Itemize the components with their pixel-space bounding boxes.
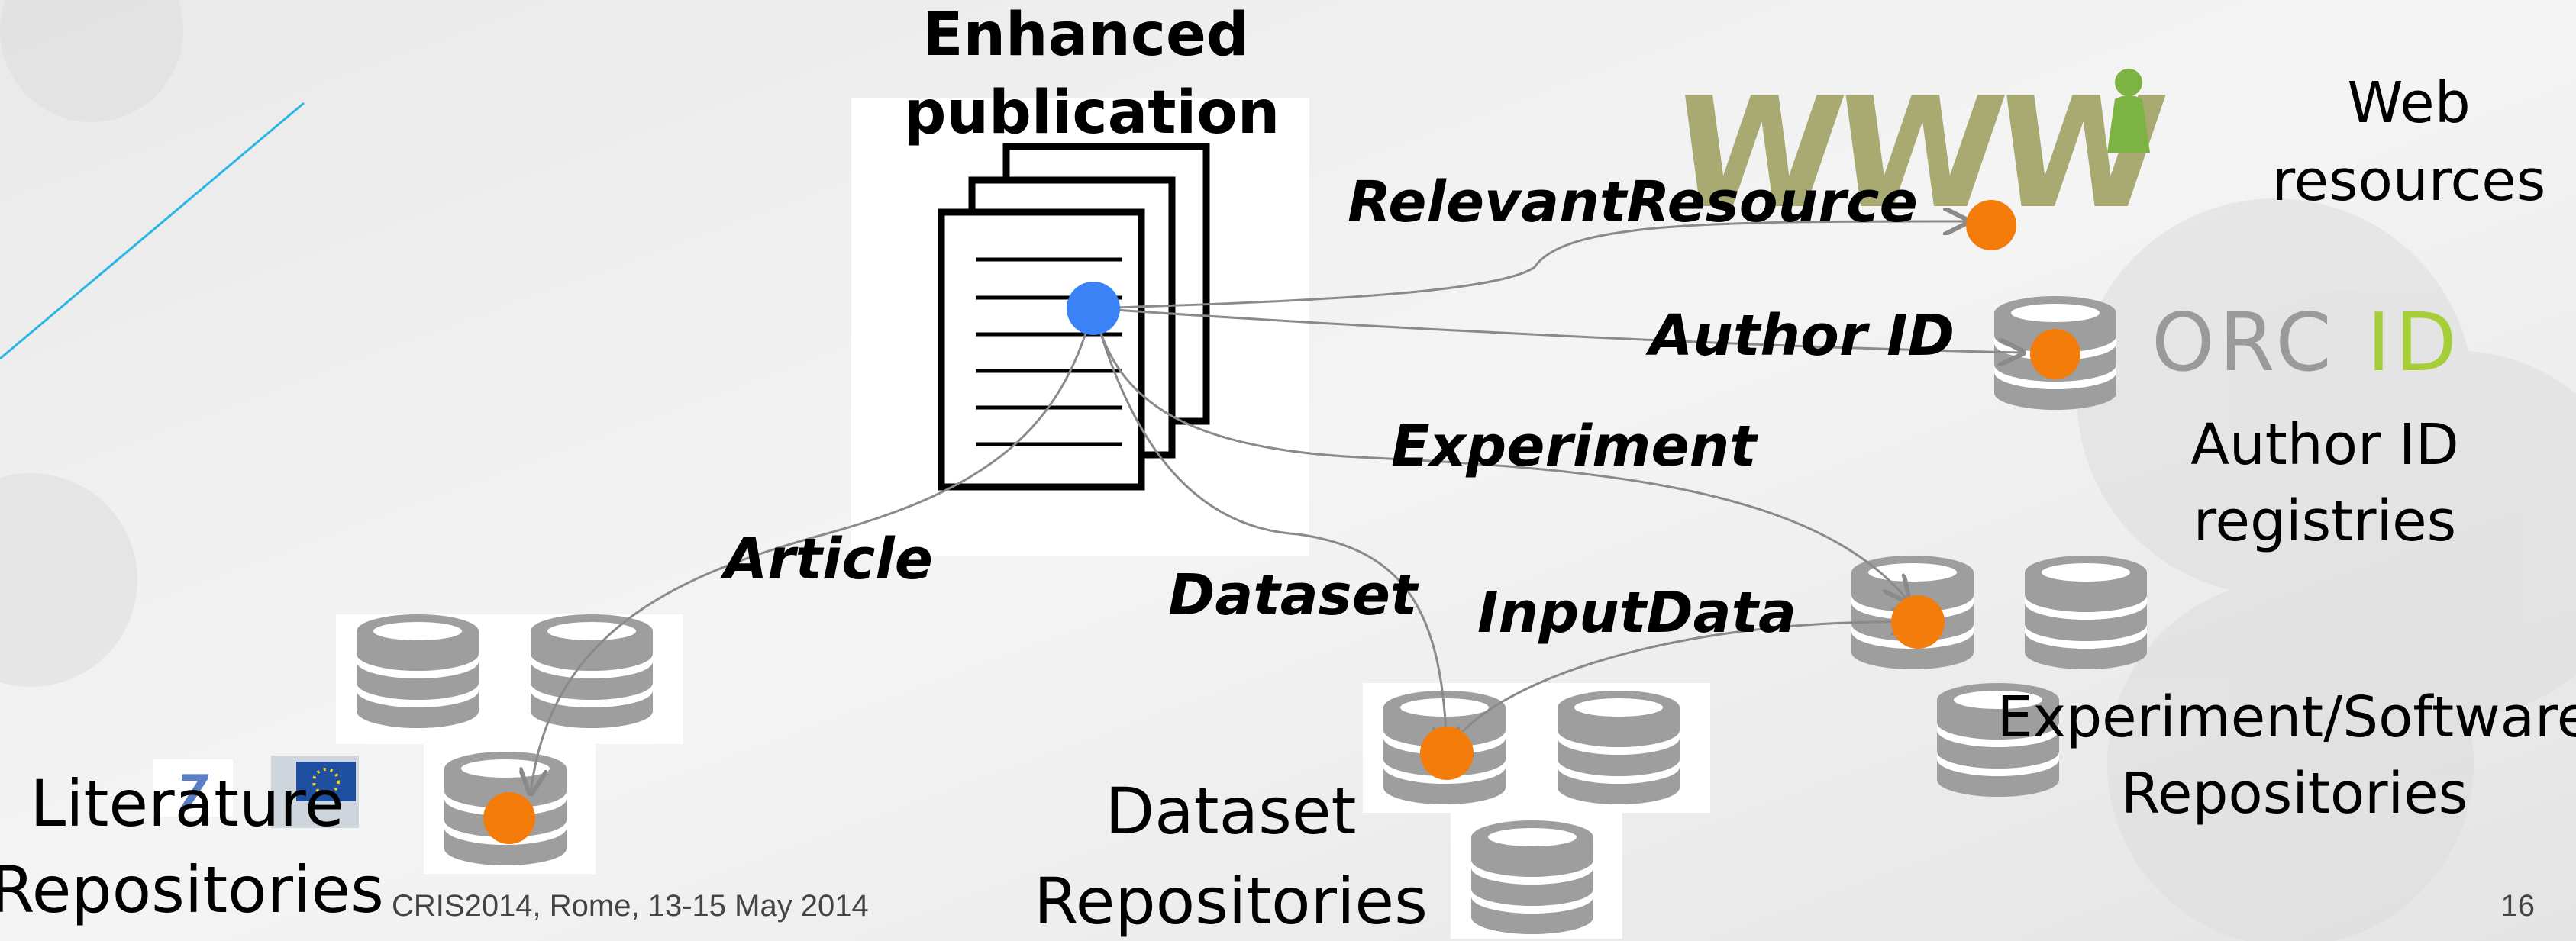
target-label-dataset-line1: Dataset [1106,774,1357,849]
relation-label-relevant-resource: RelevantResource [1348,169,1918,235]
svg-text:7: 7 [176,765,209,820]
database-icon [1471,820,1593,934]
database-icon [2025,556,2147,669]
svg-text:WWW: WWW [1665,66,2169,243]
accent-line [0,102,305,360]
database-icon [357,614,479,728]
svg-text:ID: ID [2367,296,2461,389]
database-icon [531,614,653,728]
target-label-web-line2: resources [2272,148,2546,214]
target-label-experiment-line1: Experiment/Software [1997,685,2576,750]
diagram-title-line2: publication [904,79,1280,147]
target-label-literature-line2: Repositories [0,852,384,927]
experiment-node[interactable] [1891,595,1945,649]
author-id-node[interactable] [2030,329,2080,379]
relation-label-input-data: InputData [1477,580,1796,646]
fp7-logo-icon: 7 [153,759,233,820]
relation-label-article: Article [720,527,933,592]
target-label-dataset-line2: Repositories [1034,864,1428,939]
dataset-node[interactable] [1420,727,1474,780]
relation-label-dataset: Dataset [1168,562,1419,628]
target-label-experiment-line2: Repositories [2121,761,2468,827]
diagram-title-line1: Enhanced [922,1,1248,69]
target-label-author-line1: Author ID [2190,412,2458,478]
source-node[interactable] [1067,282,1120,335]
svg-text:ORC: ORC [2152,296,2336,389]
target-label-web-line1: Web [2347,70,2470,136]
www-logo-icon: WWW [1665,66,2169,243]
eu-flag-icon [271,756,359,828]
footer-event: CRIS2014, Rome, 13-15 May 2014 [392,889,869,923]
relation-label-experiment: Experiment [1391,414,1758,479]
relation-label-author-id: Author ID [1645,303,1955,369]
web-resource-node[interactable] [1966,200,2016,250]
orcid-logo-icon: ORC ID [2152,296,2461,389]
relation-links [531,221,2023,794]
document-stack-icon [938,143,1210,491]
target-label-literature-line1: Literature [30,766,344,841]
article-node[interactable] [483,792,535,844]
database-icon [1558,691,1680,804]
page-number: 16 [2501,889,2536,923]
target-label-author-line2: registries [2193,488,2457,554]
